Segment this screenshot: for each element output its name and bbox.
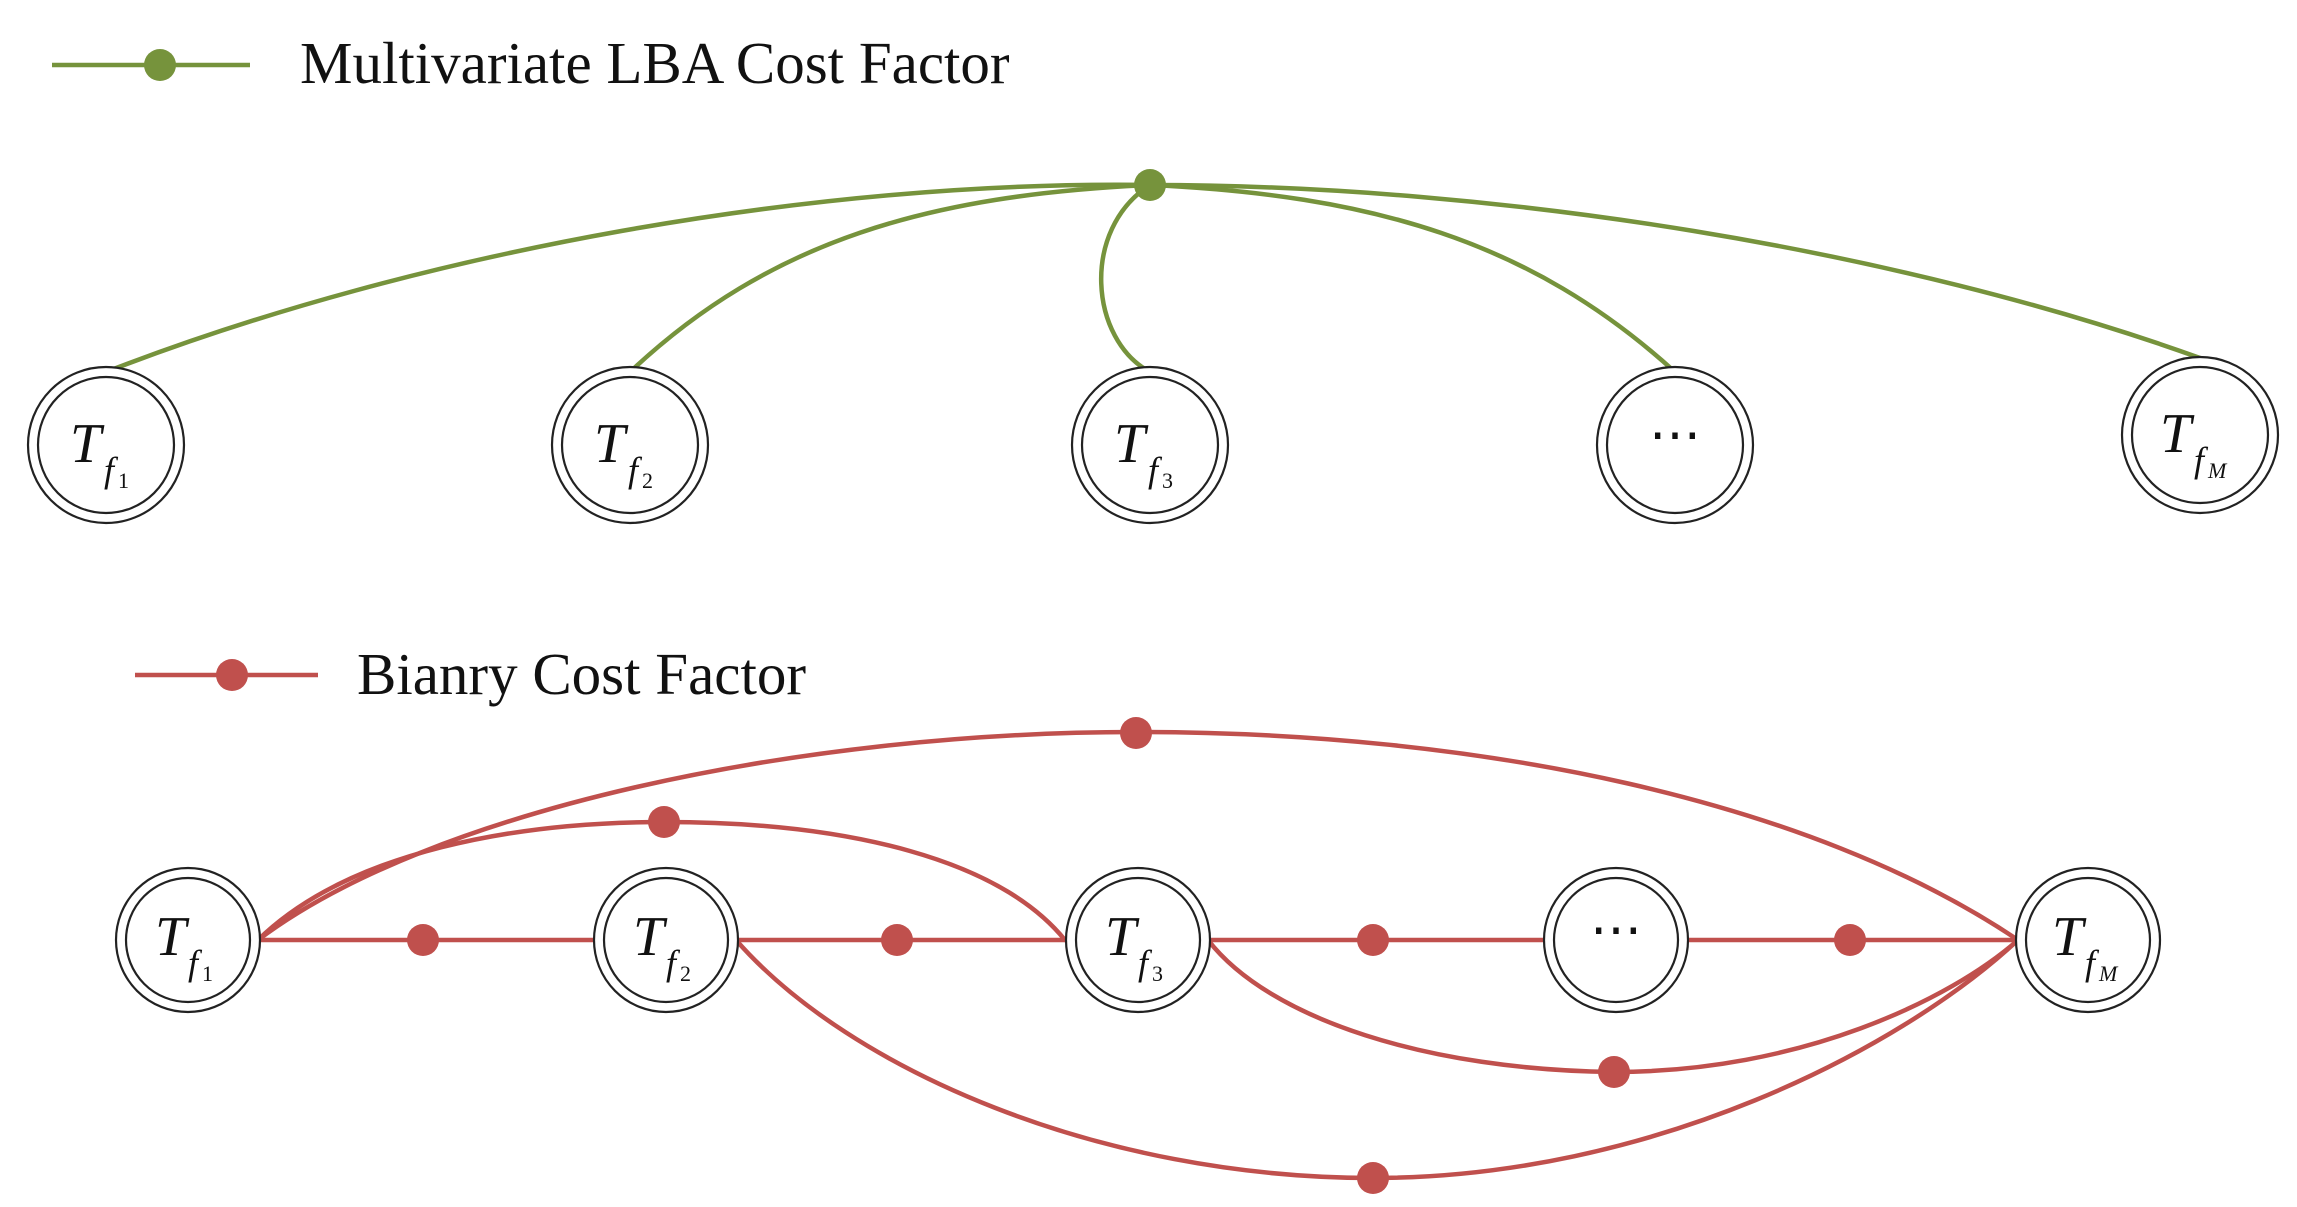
node-outer-ring bbox=[550, 365, 710, 525]
bin-factor-dot-ellipsis-fM bbox=[1834, 924, 1866, 956]
node-label-T: T bbox=[1114, 413, 1149, 475]
bottom-edges bbox=[255, 717, 2021, 1194]
mv-edge-f3 bbox=[1098, 182, 1153, 375]
top-node-tfM: T f M bbox=[2120, 355, 2280, 515]
bin-factor-dot-f1-f3 bbox=[648, 806, 680, 838]
node-inner-ring bbox=[1605, 375, 1745, 515]
mv-edge-ellipsis bbox=[1147, 182, 1678, 375]
node-outer-ring bbox=[2120, 355, 2280, 515]
node-label-ellipsis: ⋯ bbox=[1649, 407, 1701, 464]
node-outer-ring bbox=[1070, 365, 1230, 525]
node-inner-ring bbox=[36, 375, 176, 515]
node-label-sub: M bbox=[2098, 961, 2119, 986]
legend-multivariate-dot bbox=[144, 49, 176, 81]
node-outer-ring bbox=[1595, 365, 1755, 525]
node-label-sub: 1 bbox=[118, 468, 129, 493]
node-outer-ring bbox=[592, 866, 740, 1014]
node-inner-ring bbox=[124, 876, 252, 1004]
top-node-tf2: T f 2 bbox=[550, 365, 710, 525]
node-label-sub: M bbox=[2207, 458, 2228, 483]
bin-factor-dot-f1-f2 bbox=[407, 924, 439, 956]
bin-factor-dot-f3-fM bbox=[1598, 1056, 1630, 1088]
bin-factor-dot-f2-f3 bbox=[881, 924, 913, 956]
top-nodes: T f 1 T f 2 T f 3 ⋯ T f M bbox=[26, 355, 2280, 525]
mv-factor-dot bbox=[1134, 169, 1166, 201]
node-label-sub: 2 bbox=[680, 961, 691, 986]
node-inner-ring bbox=[1080, 375, 1220, 515]
node-outer-ring bbox=[2014, 866, 2162, 1014]
node-label-sub: 2 bbox=[642, 468, 653, 493]
node-label-T: T bbox=[155, 906, 190, 968]
node-label-T: T bbox=[2052, 906, 2087, 968]
bottom-node-tf1: T f 1 bbox=[114, 866, 262, 1014]
bottom-node-tf2: T f 2 bbox=[592, 866, 740, 1014]
node-inner-ring bbox=[2130, 365, 2270, 505]
top-node-tf1: T f 1 bbox=[26, 365, 186, 525]
legend-multivariate-label: Multivariate LBA Cost Factor bbox=[300, 30, 1010, 96]
node-label-T: T bbox=[2160, 403, 2195, 465]
bin-factor-dot-f1-fM bbox=[1120, 717, 1152, 749]
bottom-node-ellipsis: ⋯ bbox=[1542, 866, 1690, 1014]
node-label-T: T bbox=[633, 906, 668, 968]
node-inner-ring bbox=[1074, 876, 1202, 1004]
top-node-tf3: T f 3 bbox=[1070, 365, 1230, 525]
node-label-sub: 1 bbox=[202, 961, 213, 986]
bottom-node-tf3: T f 3 bbox=[1064, 866, 1212, 1014]
bin-edge-f2-fM bbox=[733, 937, 2021, 1181]
mv-edge-f1 bbox=[103, 182, 1153, 375]
node-label-T: T bbox=[594, 413, 629, 475]
node-inner-ring bbox=[602, 876, 730, 1004]
node-label-sub: 3 bbox=[1152, 961, 1163, 986]
legend-multivariate: Multivariate LBA Cost Factor bbox=[52, 30, 1010, 96]
legend-binary: Bianry Cost Factor bbox=[135, 641, 806, 707]
node-label-sub: 3 bbox=[1162, 468, 1173, 493]
node-inner-ring bbox=[2024, 876, 2152, 1004]
node-label-T: T bbox=[70, 413, 105, 475]
mv-edge-f2 bbox=[627, 182, 1153, 375]
node-outer-ring bbox=[1064, 866, 1212, 1014]
node-outer-ring bbox=[1542, 866, 1690, 1014]
bottom-node-tfM: T f M bbox=[2014, 866, 2162, 1014]
node-outer-ring bbox=[114, 866, 262, 1014]
node-label-ellipsis: ⋯ bbox=[1590, 902, 1642, 959]
bin-factor-dot-f2-fM bbox=[1357, 1162, 1389, 1194]
mv-edge-fM bbox=[1147, 182, 2203, 361]
node-inner-ring bbox=[560, 375, 700, 515]
top-node-ellipsis: ⋯ bbox=[1595, 365, 1755, 525]
bottom-nodes: T f 1 T f 2 T f 3 ⋯ T f M bbox=[114, 866, 2162, 1014]
node-inner-ring bbox=[1552, 876, 1680, 1004]
bin-factor-dot-f3-ellipsis bbox=[1357, 924, 1389, 956]
legend-binary-dot bbox=[216, 659, 248, 691]
top-edges bbox=[103, 169, 2203, 375]
legend-binary-label: Bianry Cost Factor bbox=[357, 641, 806, 707]
node-outer-ring bbox=[26, 365, 186, 525]
node-label-T: T bbox=[1105, 906, 1140, 968]
